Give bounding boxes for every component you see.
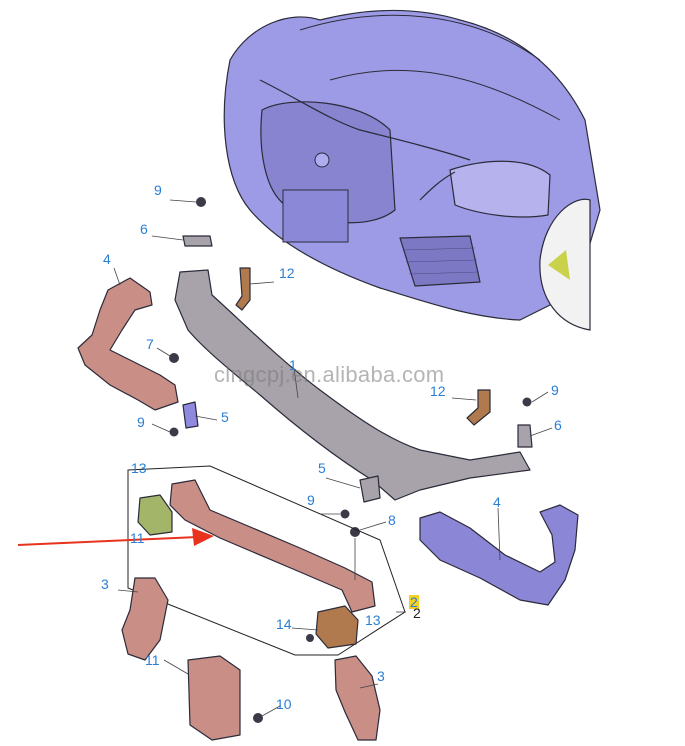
callout-9-center: 9 [307,492,315,508]
part-4-right-support [419,504,579,606]
callout-4-right: 4 [493,494,501,510]
part-5-bracket-center [359,475,381,503]
pointer-arrow [17,528,214,546]
car-front-illustration [223,9,601,331]
hood-line [299,14,561,121]
callout-5-center: 5 [318,460,326,476]
part-13-bracket-right [315,605,359,649]
callout-11-upper: 11 [130,530,145,546]
watermark-text: clngcpj.en.alibaba.com [214,362,445,387]
wheel-spoke [548,250,570,280]
part-7-nut [169,353,179,363]
part-12-bracket-right [466,389,491,426]
part-8-bolt [350,527,360,537]
callout-12-right: 12 [430,383,446,399]
part-2-bumper-beam [169,479,376,613]
callout-1: 1 [289,357,297,373]
callout-7: 7 [146,336,154,352]
callout-4-left: 4 [103,251,111,267]
license-plate [282,189,349,243]
part-9-bolt-center [340,509,350,519]
part-3-left-support [121,577,169,661]
fasteners [169,197,532,723]
callout-9-right: 9 [551,382,559,398]
callout-2-highlight: 2 [409,594,419,610]
headlight [449,160,551,218]
part-9-bolt-right [522,397,532,407]
part-3-right-support [334,655,381,741]
callout-9-top: 9 [154,182,162,198]
callout-10: 10 [276,696,292,712]
badge-emblem [314,152,330,168]
part-14-bolt [306,634,314,642]
part-9-bolt-top [196,197,206,207]
callout-2: 2 [413,605,421,621]
part-5-bracket-left [182,401,199,429]
grille-mesh [403,247,480,275]
part-10-bolt [253,713,263,723]
part-13-bracket-left [137,494,173,536]
callout-13-lower: 13 [365,612,381,628]
callout-8: 8 [388,512,396,528]
part-6-bracket-right [517,424,533,448]
part-12-bracket-top [235,267,251,311]
callout-14: 14 [276,616,292,632]
callout-3-right: 3 [377,668,385,684]
part-6-bracket-top [182,235,213,247]
wiring-harness [259,79,471,201]
callout-3-left: 3 [101,576,109,592]
callout-13-top: 13 [131,460,147,476]
leader-lines [113,199,553,717]
callout-6-right: 6 [554,417,562,433]
part-4-left-support [77,277,179,411]
callout-11-lower: 11 [145,652,160,668]
part-11-lower-plate [187,655,241,741]
part-9-bolt-left [169,427,179,437]
callout-9-mid: 9 [137,414,145,430]
callout-12-top: 12 [279,265,295,281]
callout-5-mid: 5 [221,409,229,425]
callout-6-top: 6 [140,221,148,237]
part-1-carrier-crossmember [174,269,531,501]
